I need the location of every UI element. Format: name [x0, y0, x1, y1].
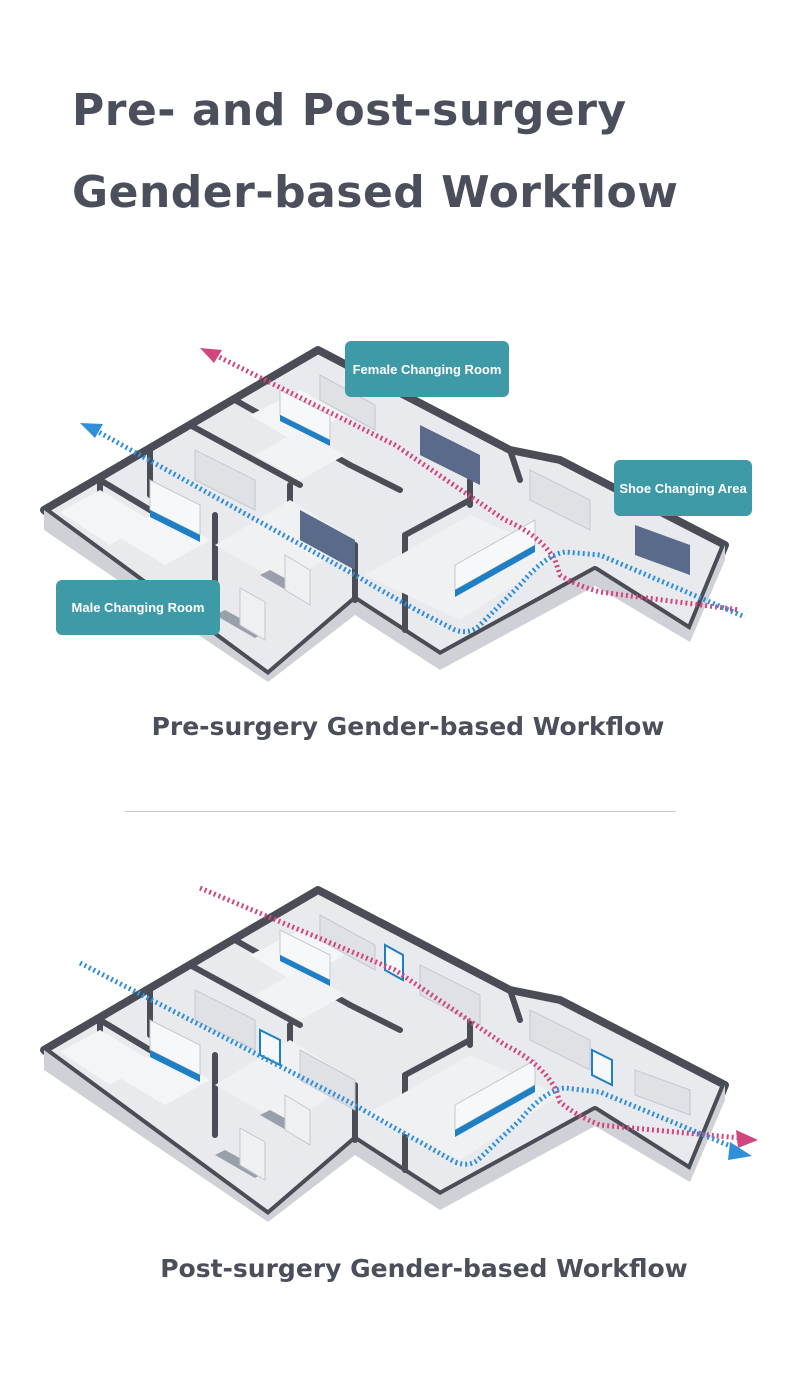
pre-surgery-floorplan: Female Changing Room Shoe Changing Area … [0, 330, 800, 730]
male-flow-path [93, 427, 746, 635]
male-flow-path [78, 960, 736, 1167]
female-flow-path [199, 885, 741, 1141]
post-surgery-floorplan [0, 870, 800, 1270]
female-flow-arrow-icon [736, 1130, 758, 1148]
male-flow-arrow-icon [80, 423, 103, 438]
female-flow-arrow-icon [200, 348, 222, 363]
page-title-line-1: Pre- and Post-surgery [72, 85, 627, 136]
post-surgery-floorplan-illustration [40, 885, 758, 1222]
label-male-changing-room: Male Changing Room [56, 580, 220, 635]
page-title: Pre- and Post-surgery Gender-based Workf… [72, 70, 752, 234]
male-flow-arrow-icon [728, 1142, 752, 1160]
label-female-changing-room: Female Changing Room [345, 341, 509, 397]
outer-wall-front [44, 1050, 725, 1222]
section-divider [125, 811, 676, 812]
female-flow-path [213, 352, 741, 613]
page-title-line-2: Gender-based Workflow [72, 167, 679, 218]
post-surgery-caption: Post-surgery Gender-based Workflow [160, 1254, 688, 1283]
pre-surgery-caption: Pre-surgery Gender-based Workflow [151, 712, 665, 741]
cabinets [149, 374, 690, 641]
label-shoe-changing-area: Shoe Changing Area [614, 460, 752, 516]
outer-wall-front [44, 510, 725, 682]
